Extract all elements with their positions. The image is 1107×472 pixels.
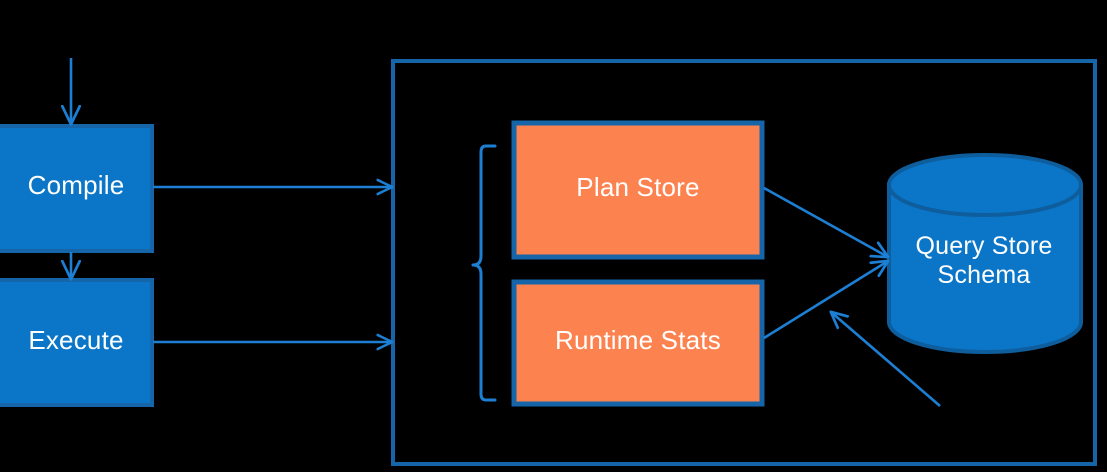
edge-plan-store-to-schema — [763, 186, 888, 257]
runtime-stats-box[interactable] — [511, 279, 765, 407]
edge-external-to-schema — [831, 312, 941, 407]
edge-runtime-stats-to-schema — [763, 261, 888, 340]
query-store-schema-cylinder[interactable] — [887, 153, 1083, 354]
plan-store-box[interactable] — [511, 120, 765, 260]
grouping-brace-icon — [471, 144, 497, 402]
compile-box[interactable] — [0, 124, 154, 253]
execute-box[interactable] — [0, 278, 154, 407]
query-store-container — [391, 59, 1097, 466]
